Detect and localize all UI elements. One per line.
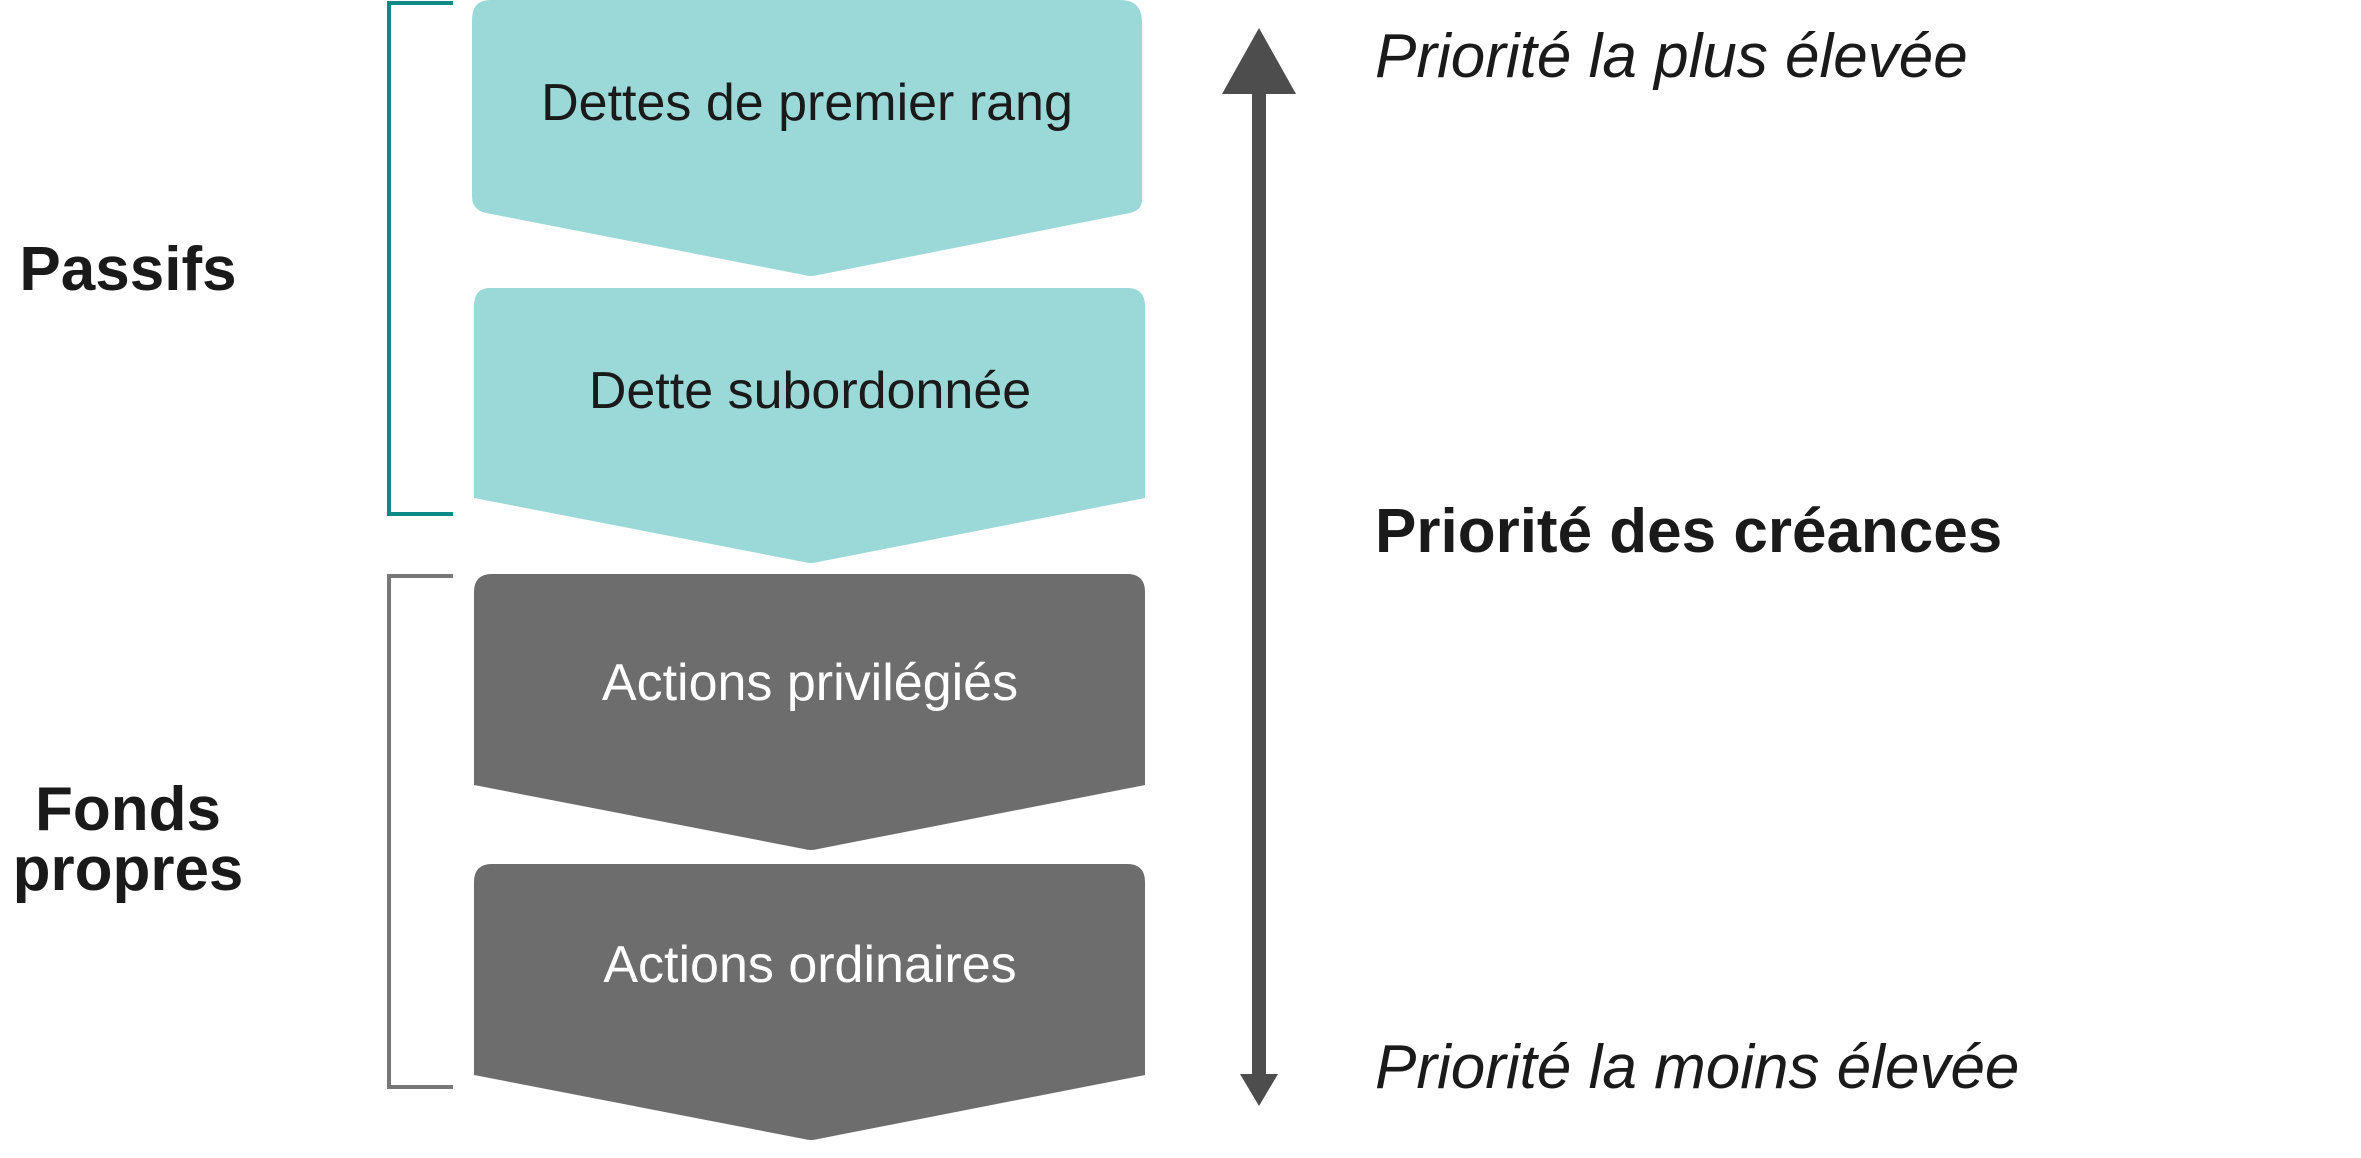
block-subordinated-debt	[474, 288, 1145, 563]
axis-label-highest: Priorité la plus élevée	[1375, 22, 1968, 91]
priority-arrow-head-down	[1240, 1074, 1278, 1106]
priority-arrow	[1222, 28, 1296, 1106]
axis-title: Priorité des créances	[1375, 497, 2002, 566]
bracket-equity	[387, 574, 453, 1089]
axis-label-lowest: Priorité la moins élevée	[1375, 1033, 2019, 1102]
block-label-common-shares: Actions ordinaires	[603, 936, 1016, 994]
block-common-shares	[474, 864, 1145, 1140]
group-label-equity-line2: propres	[13, 835, 244, 904]
group-label-equity-line1: Fonds	[35, 775, 221, 844]
block-label-subordinated-debt: Dette subordonnée	[589, 362, 1031, 420]
block-preferred-shares	[474, 574, 1145, 850]
block-label-senior-debt: Dettes de premier rang	[541, 74, 1073, 132]
priority-arrow-shaft	[1252, 88, 1266, 1078]
block-senior-debt	[472, 0, 1142, 276]
block-label-preferred-shares: Actions privilégiés	[602, 654, 1018, 712]
bracket-liabilities	[387, 1, 453, 516]
group-label-liabilities: Passifs	[19, 235, 236, 304]
priority-arrow-head-up	[1222, 28, 1296, 94]
